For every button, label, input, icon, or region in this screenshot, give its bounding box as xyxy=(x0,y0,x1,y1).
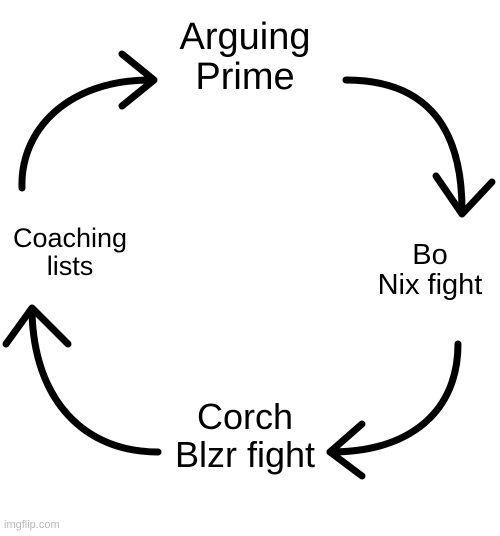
cycle-node-bo-nix-fight: Bo Nix fight xyxy=(360,240,500,301)
node-text-line: Bo xyxy=(412,239,448,271)
node-text-line: Blzr fight xyxy=(174,433,316,475)
node-text-line: Prime xyxy=(195,55,295,98)
node-text-line: Coaching xyxy=(12,223,128,253)
cycle-node-corch-blzr-fight: Corch Blzr fight xyxy=(140,398,350,474)
arrow-left-to-top xyxy=(18,50,158,192)
imgflip-watermark: imgflip.com xyxy=(4,519,60,531)
node-text-line: Arguing xyxy=(179,16,311,58)
node-text-line: Nix fight xyxy=(377,269,483,302)
arrow-bottom-to-left xyxy=(2,304,162,456)
arrow-top-to-right xyxy=(342,76,496,218)
arrow-right-to-bottom xyxy=(326,340,462,480)
node-text-line: lists xyxy=(46,251,94,282)
cycle-node-coaching-lists: Coaching lists xyxy=(0,224,140,281)
node-text-line: Corch xyxy=(196,396,294,437)
cycle-node-arguing-prime: Arguing Prime xyxy=(140,16,350,98)
